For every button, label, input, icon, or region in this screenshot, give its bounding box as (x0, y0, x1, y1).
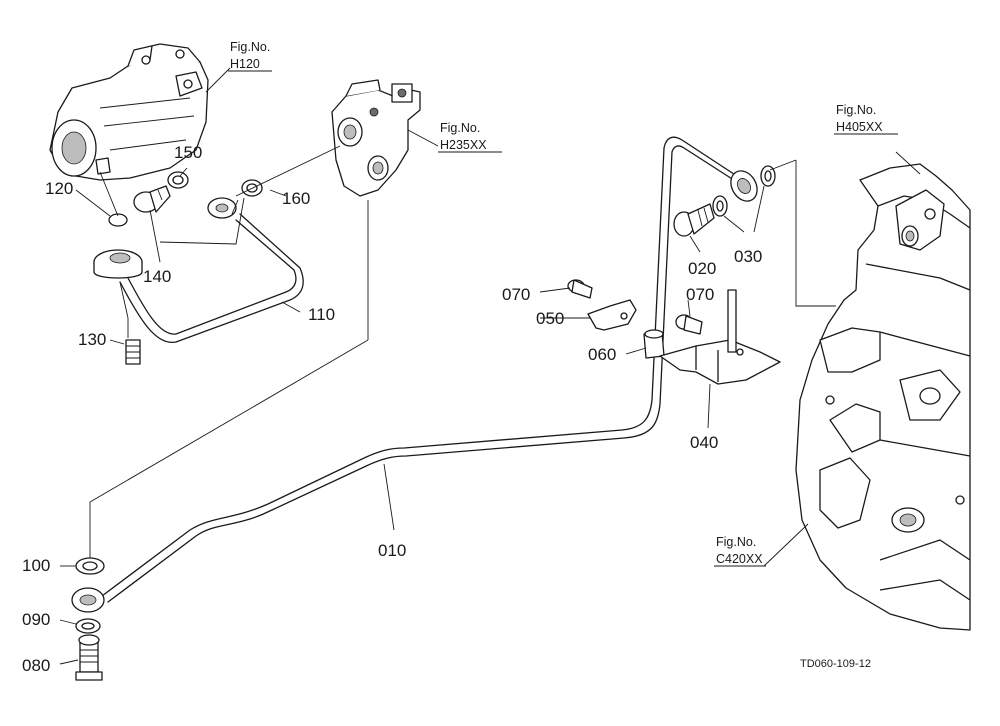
fig-ref-h120: H120 (230, 57, 260, 71)
part-label-040: 040 (690, 433, 718, 452)
banjo-eye (71, 587, 105, 613)
bolt-140 (133, 185, 171, 213)
fig-ref-label: Fig.No. (230, 40, 270, 54)
bolt-130 (125, 339, 141, 365)
fig-ref-label: Fig.No. (716, 535, 756, 549)
clamp-050 (587, 299, 637, 331)
fig-ref-h235xx: H235XX (440, 138, 487, 152)
part-label-050: 050 (536, 309, 564, 328)
pipe-110 (119, 197, 304, 343)
bracket-040 (659, 289, 781, 385)
part-label-150: 150 (174, 143, 202, 162)
washer-030-b (712, 195, 728, 217)
bolt-080 (75, 634, 103, 681)
part-label-030: 030 (734, 247, 762, 266)
part-label-060: 060 (588, 345, 616, 364)
part-label-070-b: 070 (686, 285, 714, 304)
fig-ref-c420xx: C420XX (716, 552, 763, 566)
fig-ref-label: Fig.No. (440, 121, 480, 135)
part-label-100: 100 (22, 556, 50, 575)
part-label-020: 020 (688, 259, 716, 278)
drawing-code: TD060-109-12 (800, 658, 871, 670)
transmission-housing (795, 163, 971, 631)
o-ring-120 (108, 213, 128, 227)
hydraulic-block (331, 79, 421, 197)
part-label-110: 110 (308, 305, 335, 324)
part-label-160: 160 (282, 189, 310, 208)
part-label-130: 130 (78, 330, 106, 349)
fig-ref-label: Fig.No. (836, 103, 876, 117)
hydraulic-pump (49, 43, 209, 181)
part-label-120: 120 (45, 179, 73, 198)
part-label-080: 080 (22, 656, 50, 675)
fig-ref-h405xx: H405XX (836, 120, 883, 134)
part-label-090: 090 (22, 610, 50, 629)
banjo-eye-right (730, 170, 758, 202)
flange-130-seat (93, 249, 143, 279)
bolt-070-a (567, 279, 593, 299)
leader-line (205, 67, 231, 93)
part-label-070: 070 (502, 285, 530, 304)
bolt-020 (673, 203, 715, 237)
washer-030-a (760, 165, 776, 187)
washer-150 (167, 171, 189, 189)
washer-090 (75, 618, 101, 634)
bolt-070-b (675, 314, 703, 335)
washer-100 (75, 557, 105, 575)
part-label-010: 010 (378, 541, 406, 560)
part-label-140: 140 (143, 267, 171, 286)
pipe-010 (101, 136, 741, 603)
clamp-060 (643, 329, 665, 359)
